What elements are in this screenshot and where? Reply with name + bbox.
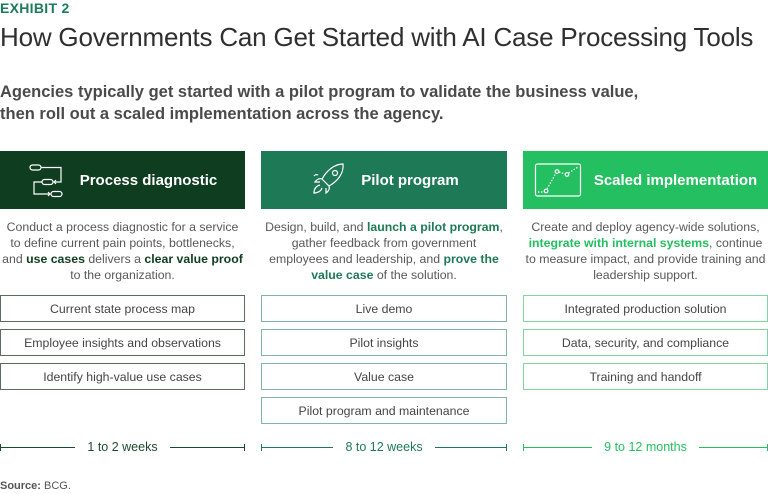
deliverable-box: Live demo [261,295,507,322]
timeline-end-cap [244,443,245,451]
deliverable-box: Value case [261,363,507,390]
phase-description: Design, build, and launch a pilot progra… [261,219,507,295]
desc-highlight: launch a pilot program [366,220,500,234]
source-text: BCG. [40,480,71,492]
desc-text: , continue to measure impact, and provid… [525,236,766,282]
source-note: Source: BCG. [0,480,71,492]
deliverable-box: Employee insights and observations [0,329,245,356]
deliverable-box: Data, security, and compliance [523,329,768,356]
timeline-line [262,446,334,448]
phase-header: Process diagnostic [0,151,245,209]
desc-highlight: prove the value case [311,252,499,282]
desc-text: delivers a [84,252,145,266]
timeline-start-cap [0,443,1,451]
duration-timeline: 1 to 2 weeks [0,439,245,455]
timeline-end-cap [506,443,508,451]
exhibit-label: EXHIBIT 2 [0,0,70,16]
duration-label: 1 to 2 weeks [87,440,158,454]
subtitle-line-2: then roll out a scaled implementation ac… [0,105,444,123]
timeline-start-cap [523,443,524,451]
duration-timeline: 8 to 12 weeks [261,439,508,455]
subtitle: Agencies typically get started with a pi… [0,81,760,125]
phase-header: Pilot program [261,151,507,209]
phase-column-pilot-program: Pilot program Design, build, and launch … [261,151,507,431]
phase-title: Scaled implementation [593,171,758,189]
phase-column-scaled-implementation: Scaled implementation Create and deploy … [523,151,768,397]
duration-label: 9 to 12 months [604,440,687,454]
phase-column-process-diagnostic: Process diagnostic Conduct a process dia… [0,151,245,397]
desc-highlight: integrate with internal systems [528,236,710,250]
duration-timeline: 9 to 12 months [523,439,768,455]
desc-text: Conduct a process diagnostic for a servi… [2,220,239,266]
timeline-start-cap [261,443,262,451]
deliverable-box: Pilot program and maintenance [261,397,507,424]
timeline-line [1,446,76,448]
desc-text: to the organization. [70,268,175,282]
desc-text: , gather feedback from government employ… [269,220,503,266]
deliverable-box: Current state process map [0,295,245,322]
timeline-line [434,446,507,448]
rocket-icon [309,161,349,199]
timeline-line [698,446,768,448]
desc-text: Create and deploy agency-wide solutions, [531,220,760,234]
phase-header: Scaled implementation [523,151,768,209]
desc-highlight: use cases [26,252,85,266]
timeline-line [169,446,244,448]
desc-text: Design, build, and [265,220,367,234]
phase-description: Create and deploy agency-wide solutions,… [523,219,768,295]
desc-text: of the solution. [373,268,457,282]
source-label: Source: [0,480,41,492]
subtitle-line-1: Agencies typically get started with a pi… [0,83,639,101]
deliverable-box: Integrated production solution [523,295,768,322]
line-chart-icon [534,162,582,198]
deliverable-box: Pilot insights [261,329,507,356]
timeline-line [524,446,593,448]
deliverable-box: Identify high-value use cases [0,363,245,390]
phase-title: Pilot program [361,171,459,189]
deliverable-box: Training and handoff [523,363,768,390]
phase-title: Process diagnostic [79,171,218,189]
desc-highlight: clear value proof [144,252,243,266]
phase-description: Conduct a process diagnostic for a servi… [0,219,245,295]
duration-label: 8 to 12 weeks [345,440,423,454]
process-flow-icon [28,162,68,198]
page-title: How Governments Can Get Started with AI … [0,22,754,52]
